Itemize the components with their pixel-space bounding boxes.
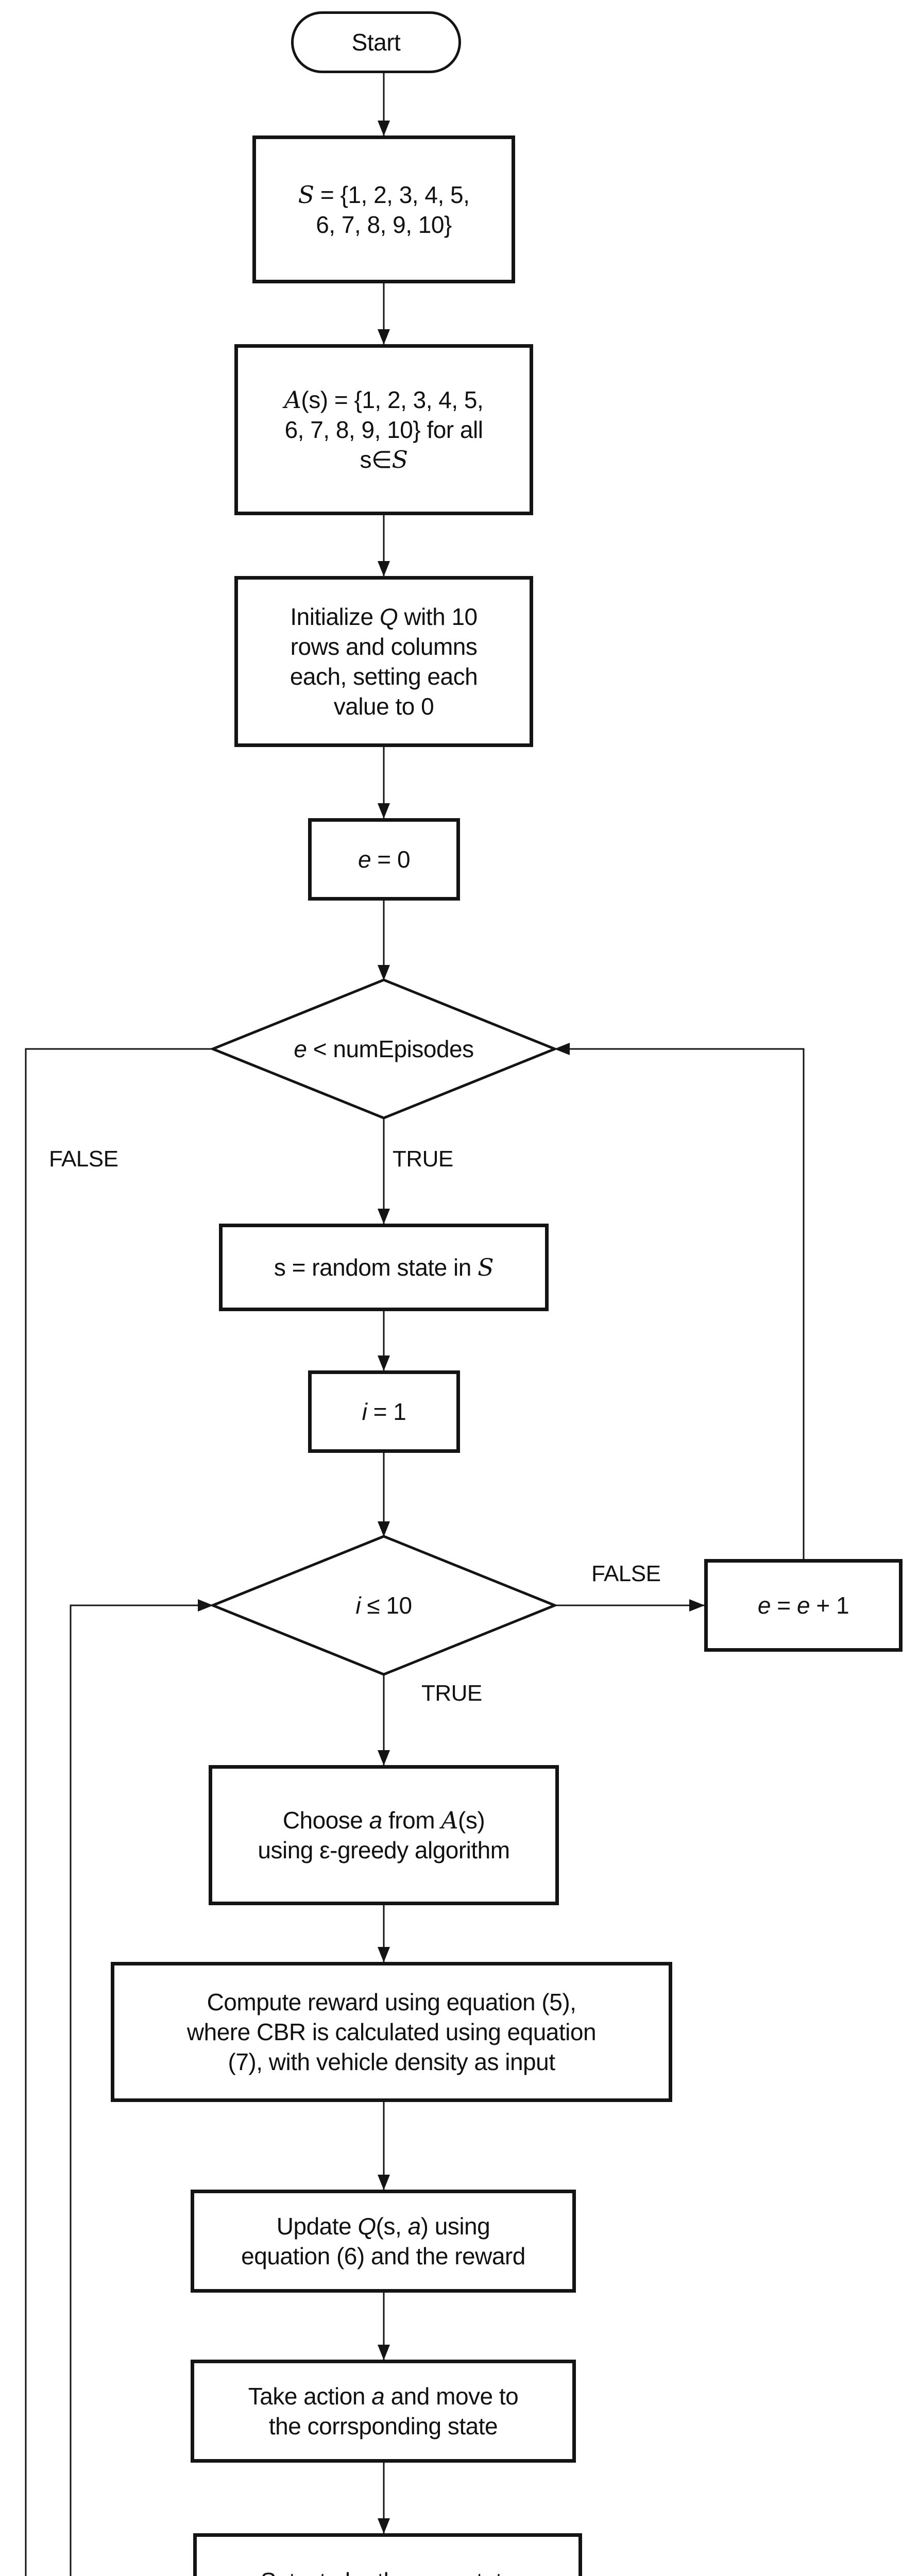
node-random-state: s = random state in S [219, 1224, 549, 1311]
node-choose-action: Choose a from A(s)using ε-greedy algorit… [209, 1765, 559, 1905]
node-define-action-set: A(s) = {1, 2, 3, 4, 5,6, 7, 8, 9, 10} fo… [234, 344, 533, 515]
episode-check-diamond [209, 978, 558, 1120]
edge-eincrement-loop [554, 1043, 805, 1559]
node-compute-reward: Compute reward using equation (5),where … [111, 1962, 672, 2102]
edge-label-iteration-true: TRUE [421, 1681, 482, 1706]
node-define-state-set: S = {1, 2, 3, 4, 5,6, 7, 8, 9, 10} [252, 135, 515, 283]
edge-episodecheck-false-to-end [25, 1048, 213, 2576]
edge-label-episode-false: FALSE [49, 1146, 118, 1172]
node-e-increment: e = e + 1 [704, 1559, 903, 1652]
iteration-check-diamond [209, 1535, 558, 1676]
node-set-state: Set s to be the new state [193, 2533, 582, 2576]
edge-label-episode-true: TRUE [393, 1146, 453, 1172]
node-e-zero: e = 0 [308, 818, 460, 901]
edge-increment-loop [70, 1599, 213, 2576]
node-start: Start [291, 11, 461, 73]
edge-label-iteration-false: FALSE [591, 1561, 661, 1586]
node-i-one: i = 1 [308, 1370, 460, 1453]
